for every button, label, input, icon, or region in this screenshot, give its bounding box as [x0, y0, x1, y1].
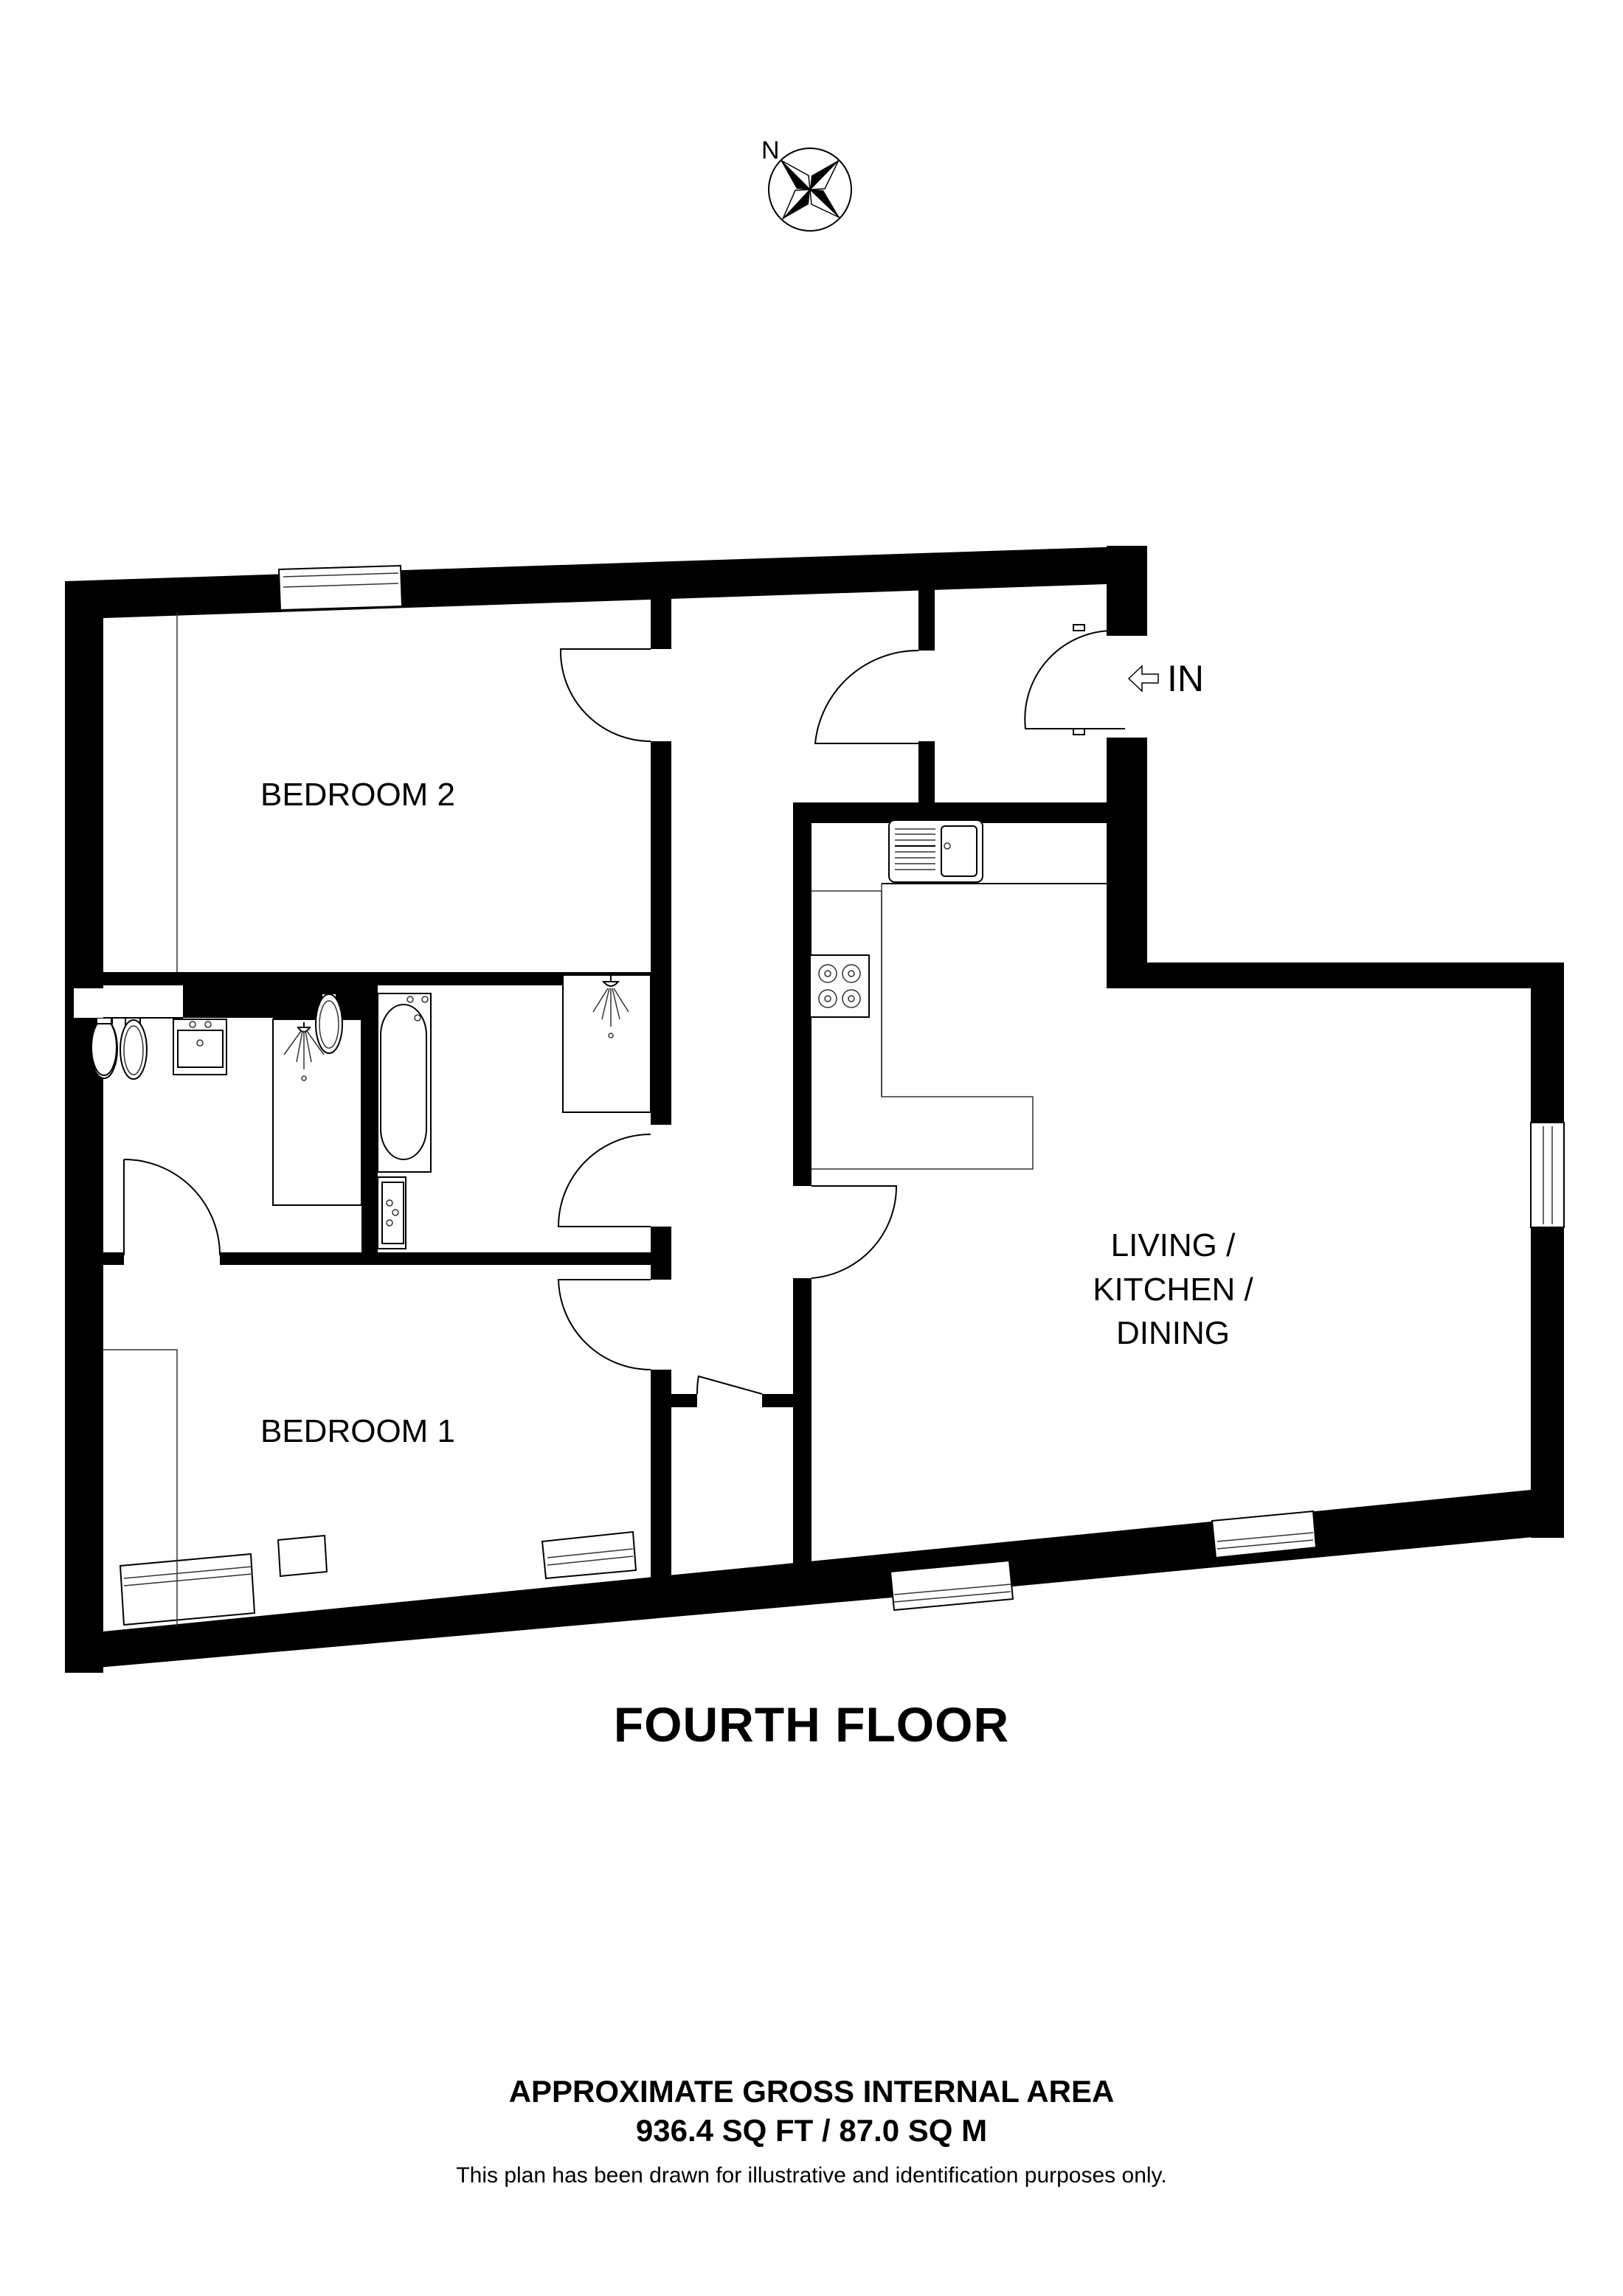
door-cupboard[interactable]	[696, 1375, 763, 1395]
toilet-icon-bathroom	[315, 993, 343, 1054]
area-heading: APPROXIMATE GROSS INTERNAL AREA	[508, 2074, 1115, 2109]
compass-rose-icon: N	[761, 136, 852, 232]
window-bedroom2	[277, 564, 404, 611]
compass-north-label: N	[761, 136, 780, 164]
room-label-living-line2: KITCHEN /	[1093, 1272, 1253, 1308]
window-living-east	[1530, 1122, 1565, 1228]
basin-icon	[173, 1019, 227, 1075]
toilet-icon-ensuite	[91, 1017, 117, 1076]
shower-icon	[272, 1019, 362, 1206]
door-bedroom2[interactable]	[559, 648, 651, 742]
shower-bathroom	[562, 974, 651, 1113]
room-label-living-line3: DINING	[1116, 1315, 1230, 1351]
wardrobe-bedroom1	[103, 1349, 178, 1626]
toilet-bowl-1	[74, 988, 183, 1019]
wc-icon	[120, 1017, 148, 1080]
entrance-door[interactable]	[1024, 624, 1125, 735]
disclaimer: This plan has been drawn for illustrativ…	[456, 2163, 1167, 2188]
room-label-bedroom-2: BEDROOM 2	[260, 777, 455, 813]
floor-title: FOURTH FLOOR	[613, 1697, 1010, 1752]
arrow-left-icon	[1127, 665, 1159, 693]
door-living[interactable]	[811, 1185, 898, 1279]
room-label-living-line1: LIVING /	[1111, 1227, 1236, 1263]
walls	[65, 546, 1564, 1673]
room-label-bedroom-1: BEDROOM 1	[260, 1413, 455, 1449]
basin-icon-bathroom	[377, 1176, 406, 1249]
window-bedroom1-2	[277, 1530, 637, 1580]
entrance-label: IN	[1167, 658, 1204, 699]
ensuite-fixtures	[96, 1017, 112, 1024]
bath-icon	[377, 993, 432, 1173]
door-hall-inner[interactable]	[814, 649, 919, 744]
door-bedroom1[interactable]	[557, 1279, 651, 1370]
kitchen-sink-icon	[888, 819, 983, 883]
hob-icon	[809, 954, 870, 1018]
door-ensuite[interactable]	[123, 1159, 221, 1256]
area-value: 936.4 SQ FT / 87.0 SQ M	[635, 2113, 988, 2148]
door-bathroom[interactable]	[557, 1134, 651, 1227]
kitchen-counter	[812, 883, 1107, 1170]
window-bedroom1-1	[119, 1553, 256, 1626]
window-living-south-1	[889, 1559, 1014, 1612]
window-living-south-2	[1211, 1510, 1318, 1559]
